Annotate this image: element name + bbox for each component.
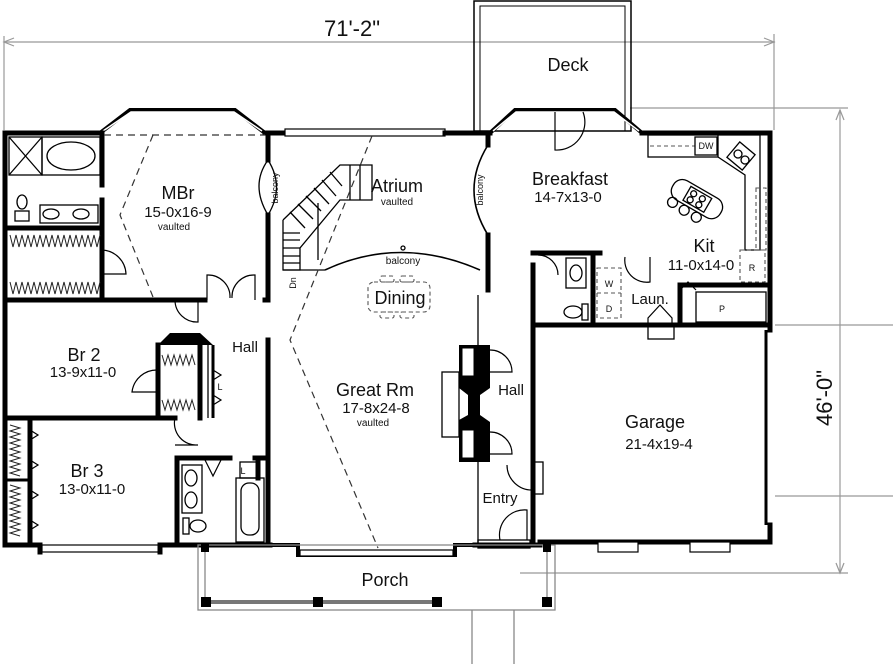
dining-table [367, 275, 431, 319]
breakfast-label: Breakfast [532, 169, 608, 189]
deck [473, 0, 632, 132]
washer-label: W [605, 279, 614, 289]
kitchen: DW R P [647, 134, 767, 323]
breakfast-balcony-label: balcony [475, 174, 485, 206]
mbr-balcony-label: balcony [270, 172, 280, 204]
staircase: Dn [282, 164, 373, 289]
laundry-powder: W D [537, 254, 675, 340]
atrium-label: Atrium [371, 176, 423, 196]
br2-closet: L [131, 333, 223, 421]
overall-depth-label: 46'-0" [812, 370, 837, 426]
depth-dimension [520, 107, 893, 575]
atrium-note: vaulted [381, 197, 413, 208]
hall-bath: L [181, 455, 265, 543]
mbr-balcony: balcony [258, 159, 280, 216]
dryer-label: D [606, 304, 613, 314]
br2-label: Br 2 [67, 345, 100, 365]
br3-closets [5, 415, 40, 548]
width-dimension [2, 34, 776, 130]
kitchen-label: Kit [693, 236, 714, 256]
linen-label: L [217, 382, 222, 392]
bath-linen-label: L [240, 466, 245, 476]
hall-bedrooms-label: Hall [232, 339, 258, 356]
deck-label: Deck [547, 55, 589, 75]
kitchen-size: 11-0x14-0 [668, 257, 734, 274]
br3-size: 13-0x11-0 [59, 481, 125, 498]
dining-label: Dining [374, 288, 425, 308]
br2-size: 13-9x11-0 [50, 364, 116, 381]
garage-doors [597, 541, 731, 553]
great-room-size: 17-8x24-8 [342, 400, 410, 417]
interior-walls [2, 130, 773, 548]
atrium-balcony-label: balcony [386, 256, 420, 267]
overall-width-label: 71'-2" [324, 16, 380, 41]
fireplace [441, 345, 513, 462]
atrium-balcony: balcony balcony [324, 144, 489, 271]
breakfast-size: 14-7x13-0 [534, 189, 602, 206]
mbr-note: vaulted [158, 222, 190, 233]
dishwasher-label: DW [699, 141, 714, 151]
stairs-down-label: Dn [288, 277, 298, 289]
laundry-label: Laun. [631, 291, 669, 308]
master-closet-rod [9, 234, 101, 295]
great-room-note: vaulted [357, 418, 389, 429]
mbr-label: MBr [162, 183, 195, 203]
hall-entry-label: Hall [498, 382, 524, 399]
porch-label: Porch [361, 570, 408, 590]
porch [197, 544, 556, 664]
br3-label: Br 3 [70, 461, 103, 481]
entry-label: Entry [482, 490, 518, 507]
refrigerator-label: R [749, 263, 756, 273]
master-bath [8, 136, 127, 295]
entry-doors [477, 461, 544, 549]
mbr-size: 15-0x16-9 [144, 204, 212, 221]
garage-label: Garage [625, 412, 685, 432]
pantry-label: P [719, 304, 725, 314]
garage-size: 21-4x19-4 [625, 436, 693, 453]
great-room-label: Great Rm [336, 380, 414, 400]
